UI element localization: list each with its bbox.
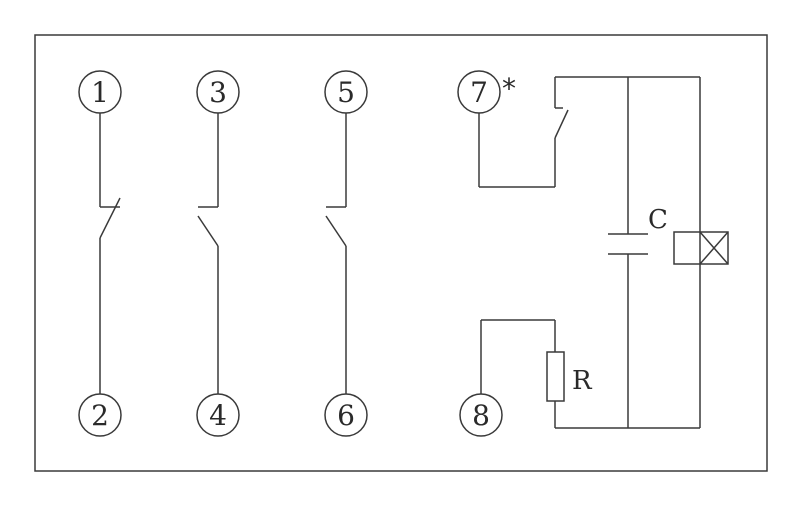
terminal-8-label: 8 [472, 399, 490, 432]
terminal-1-label: 1 [91, 76, 109, 109]
resistor [546, 351, 565, 402]
coil-circuit [478, 76, 729, 429]
terminal-5-label: 5 [337, 76, 355, 109]
contact-5-6 [325, 113, 347, 394]
diagram-border [34, 34, 768, 472]
contact-1-2 [99, 113, 121, 394]
terminal-3: 3 [196, 70, 240, 114]
terminal-8: 8 [459, 393, 503, 437]
terminal-2: 2 [78, 393, 122, 437]
terminal-7-label: 7 [470, 76, 488, 109]
capacitor-label: C [648, 205, 668, 235]
resistor-label: R [572, 366, 593, 396]
relay-coil [673, 231, 729, 265]
contact-3-4 [197, 113, 219, 394]
terminal-4-label: 4 [209, 399, 227, 432]
terminal-1: 1 [78, 70, 122, 114]
terminal-7: 7 [457, 70, 501, 114]
terminal-3-label: 3 [209, 76, 227, 109]
terminal-6: 6 [324, 393, 368, 437]
terminal-4: 4 [196, 393, 240, 437]
terminal-6-label: 6 [337, 399, 355, 432]
terminal-7-asterisk: * [502, 72, 516, 105]
terminal-2-label: 2 [91, 399, 109, 432]
terminal-5: 5 [324, 70, 368, 114]
